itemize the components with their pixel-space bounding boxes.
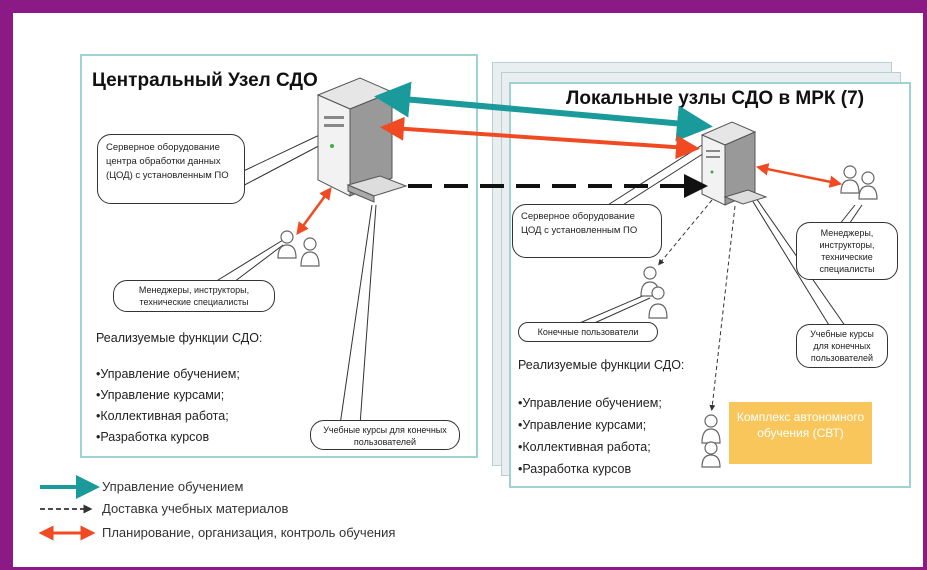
local-function-item: •Управление курсами;	[518, 418, 647, 432]
local-staff-callout: Менеджеры, инструкторы, технические спец…	[796, 222, 898, 280]
legend-item-label: Управление обучением	[102, 479, 244, 494]
svt-label-box: Комплекс автономного обучения (СВТ)	[729, 402, 872, 464]
central-keyboard-icon	[346, 175, 408, 203]
central-node-title: Центральный Узел СДО	[92, 70, 318, 91]
local-server-callout: Серверное оборудование ЦОД с установленн…	[512, 204, 662, 258]
red-bidirectional-arrow	[380, 116, 700, 160]
central-staff-people-icon	[277, 230, 320, 267]
central-function-item: •Управление обучением;	[96, 367, 240, 381]
central-server-callout: Серверное оборудование центра обработки …	[97, 134, 245, 204]
central-functions-heading: Реализуемые функции СДО:	[96, 331, 263, 345]
local-endusers-callout: Конечные пользователи	[518, 322, 658, 342]
local-staff-red-arrow	[755, 163, 843, 188]
svt-people-icon	[701, 414, 721, 468]
central-server-icon	[316, 77, 394, 197]
local-function-item: •Управление обучением;	[518, 396, 662, 410]
central-function-item: •Коллективная работа;	[96, 409, 229, 423]
local-svt-dashed-arrow	[709, 205, 736, 411]
legend-item-label: Планирование, организация, контроль обуч…	[102, 525, 396, 540]
central-function-item: •Разработка курсов	[96, 430, 210, 444]
local-functions-heading: Реализуемые функции СДО:	[518, 358, 685, 372]
local-staff-people-icon	[840, 165, 878, 200]
central-staff-red-arrow	[296, 186, 332, 236]
local-courses-callout: Учебные курсы для конечных пользователей	[796, 324, 888, 368]
central-staff-callout: Менеджеры, инструкторы, технические спец…	[113, 280, 275, 312]
local-endusers-dashed-arrow	[658, 199, 713, 266]
local-endusers-people-icon	[640, 266, 668, 319]
central-courses-callout: Учебные курсы для конечных пользователей	[310, 420, 460, 450]
local-function-item: •Разработка курсов	[518, 462, 632, 476]
local-function-item: •Коллективная работа;	[518, 440, 651, 454]
legend-item-label: Доставка учебных материалов	[102, 501, 289, 516]
central-function-item: •Управление курсами;	[96, 388, 225, 402]
local-keyboard-icon	[723, 189, 768, 205]
teal-bidirectional-arrow	[374, 81, 713, 142]
